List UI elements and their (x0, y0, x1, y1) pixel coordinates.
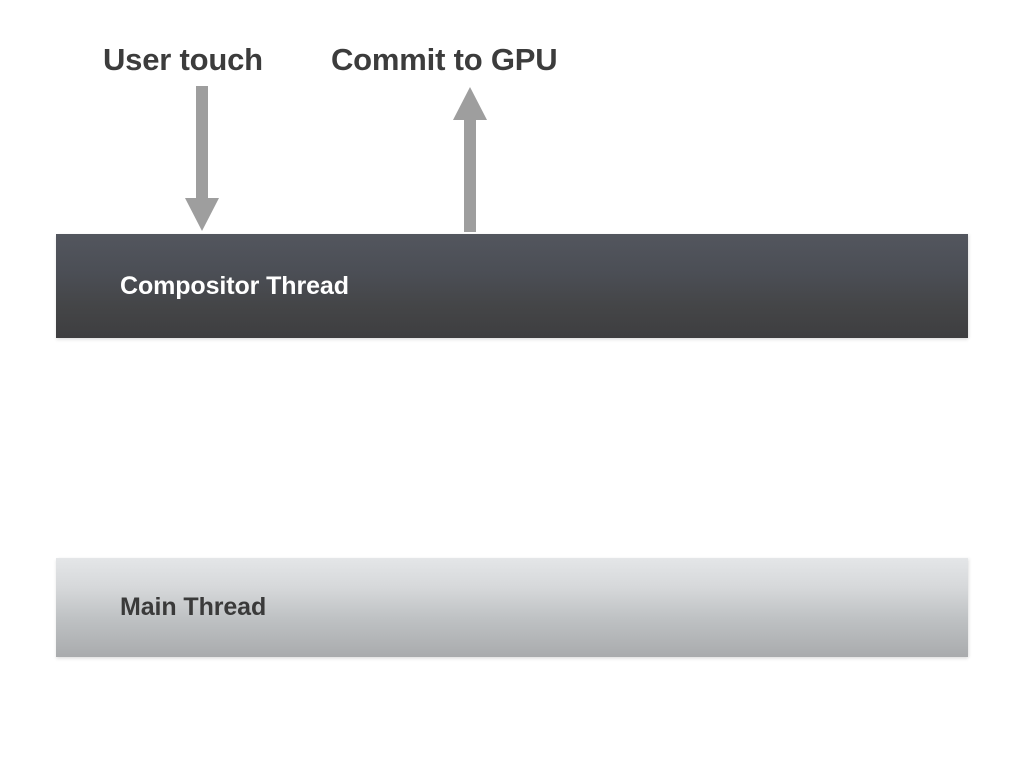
bar-compositor-thread: Compositor Thread (56, 234, 968, 338)
bar-main-thread: Main Thread (56, 558, 968, 657)
bar-label-main-thread: Main Thread (120, 593, 267, 621)
arrow-up-icon (453, 87, 487, 232)
arrow-down-icon (185, 86, 219, 231)
bar-label-compositor-thread: Compositor Thread (120, 271, 349, 300)
annotation-label-commit-to-gpu: Commit to GPU (331, 42, 558, 77)
annotation-label-user-touch: User touch (103, 42, 263, 77)
